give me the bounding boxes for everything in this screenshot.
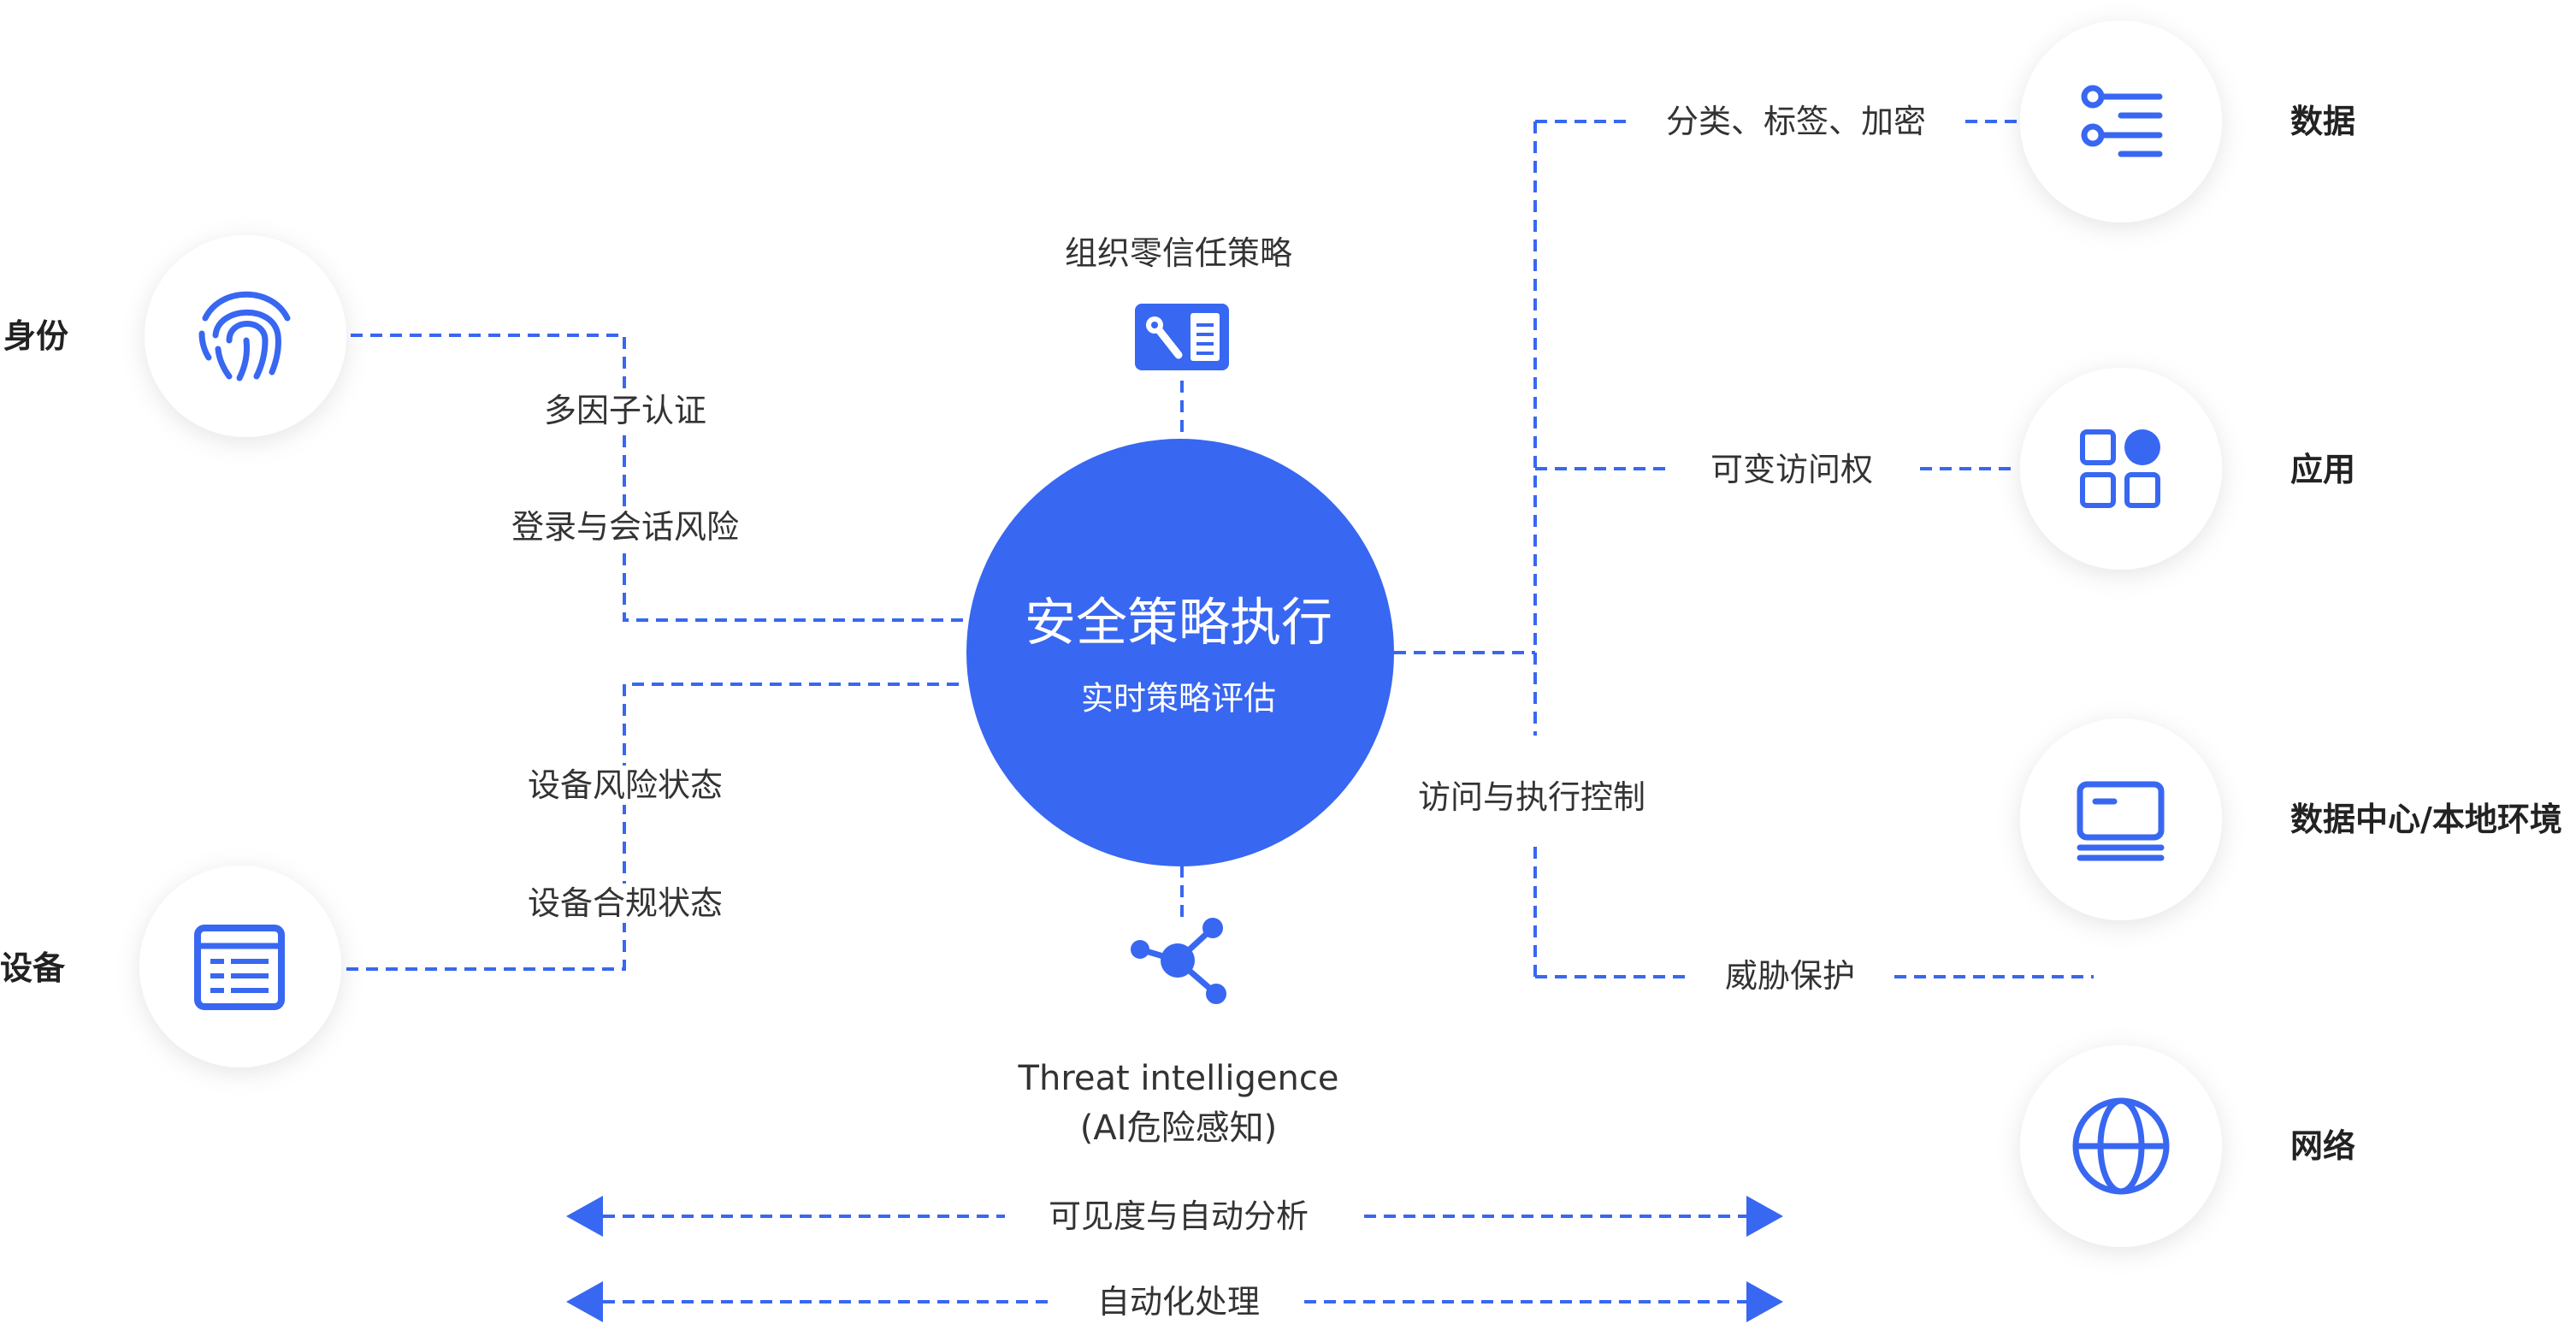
connector-identity bbox=[351, 334, 966, 622]
threat-line1: Threat intelligence bbox=[1018, 1059, 1339, 1098]
identity-node bbox=[145, 235, 346, 437]
data-settings-icon bbox=[2081, 85, 2163, 157]
arrowhead-visibility-right bbox=[1746, 1196, 1783, 1237]
data-label: 数据 bbox=[2290, 103, 2356, 140]
arrowhead-visibility-left bbox=[566, 1196, 603, 1237]
fingerprint-icon bbox=[198, 291, 291, 381]
visibility-analytics-label: 可见度与自动分析 bbox=[1048, 1197, 1309, 1235]
arrowhead-automation-right bbox=[1746, 1281, 1783, 1322]
connector-lines bbox=[346, 120, 2094, 1303]
device-node bbox=[139, 866, 341, 1067]
apps-label: 应用 bbox=[2290, 451, 2356, 488]
node-circles bbox=[139, 21, 2222, 1247]
apps-grid-icon bbox=[2080, 429, 2160, 508]
device-risk-label: 设备风险状态 bbox=[522, 765, 729, 805]
threat-intelligence-label: Threat intelligence (AI危险感知) bbox=[1019, 1054, 1339, 1153]
network-label: 网络 bbox=[2290, 1127, 2356, 1165]
apps-node bbox=[2020, 368, 2222, 570]
device-label: 设备 bbox=[0, 949, 66, 987]
datacenter-label: 数据中心/本地环境 bbox=[2290, 801, 2562, 838]
automation-label: 自动化处理 bbox=[1096, 1283, 1261, 1321]
center-circle bbox=[966, 439, 1394, 866]
classify-label: 分类、标签、加密 bbox=[1665, 103, 1927, 140]
center-subtitle: 实时策略评估 bbox=[1080, 679, 1277, 718]
device-compliance-label: 设备合规状态 bbox=[522, 884, 729, 923]
mfa-label: 多因子认证 bbox=[538, 391, 712, 430]
monitor-icon bbox=[2077, 781, 2165, 861]
connector-device bbox=[346, 683, 966, 971]
policy-label: 组织零信任策略 bbox=[1064, 234, 1293, 272]
data-node bbox=[2020, 21, 2222, 222]
center-title: 安全策略执行 bbox=[1025, 593, 1332, 653]
device-list-icon bbox=[194, 925, 285, 1010]
policy-tools-icon bbox=[1135, 304, 1229, 370]
identity-label: 身份 bbox=[3, 317, 69, 355]
network-nodes-icon bbox=[1131, 918, 1226, 1004]
access-control-label: 访问与执行控制 bbox=[1417, 778, 1646, 816]
arrowhead-automation-left bbox=[566, 1281, 603, 1322]
arrowheads bbox=[566, 1196, 1783, 1322]
globe-icon bbox=[2072, 1097, 2170, 1195]
datacenter-node bbox=[2020, 718, 2222, 920]
variable-access-label: 可变访问权 bbox=[1710, 451, 1874, 488]
threat-line2: (AI危险感知) bbox=[1079, 1108, 1278, 1148]
threat-protection-label: 威胁保护 bbox=[1724, 957, 1856, 995]
session-risk-label: 登录与会话风险 bbox=[505, 507, 745, 547]
